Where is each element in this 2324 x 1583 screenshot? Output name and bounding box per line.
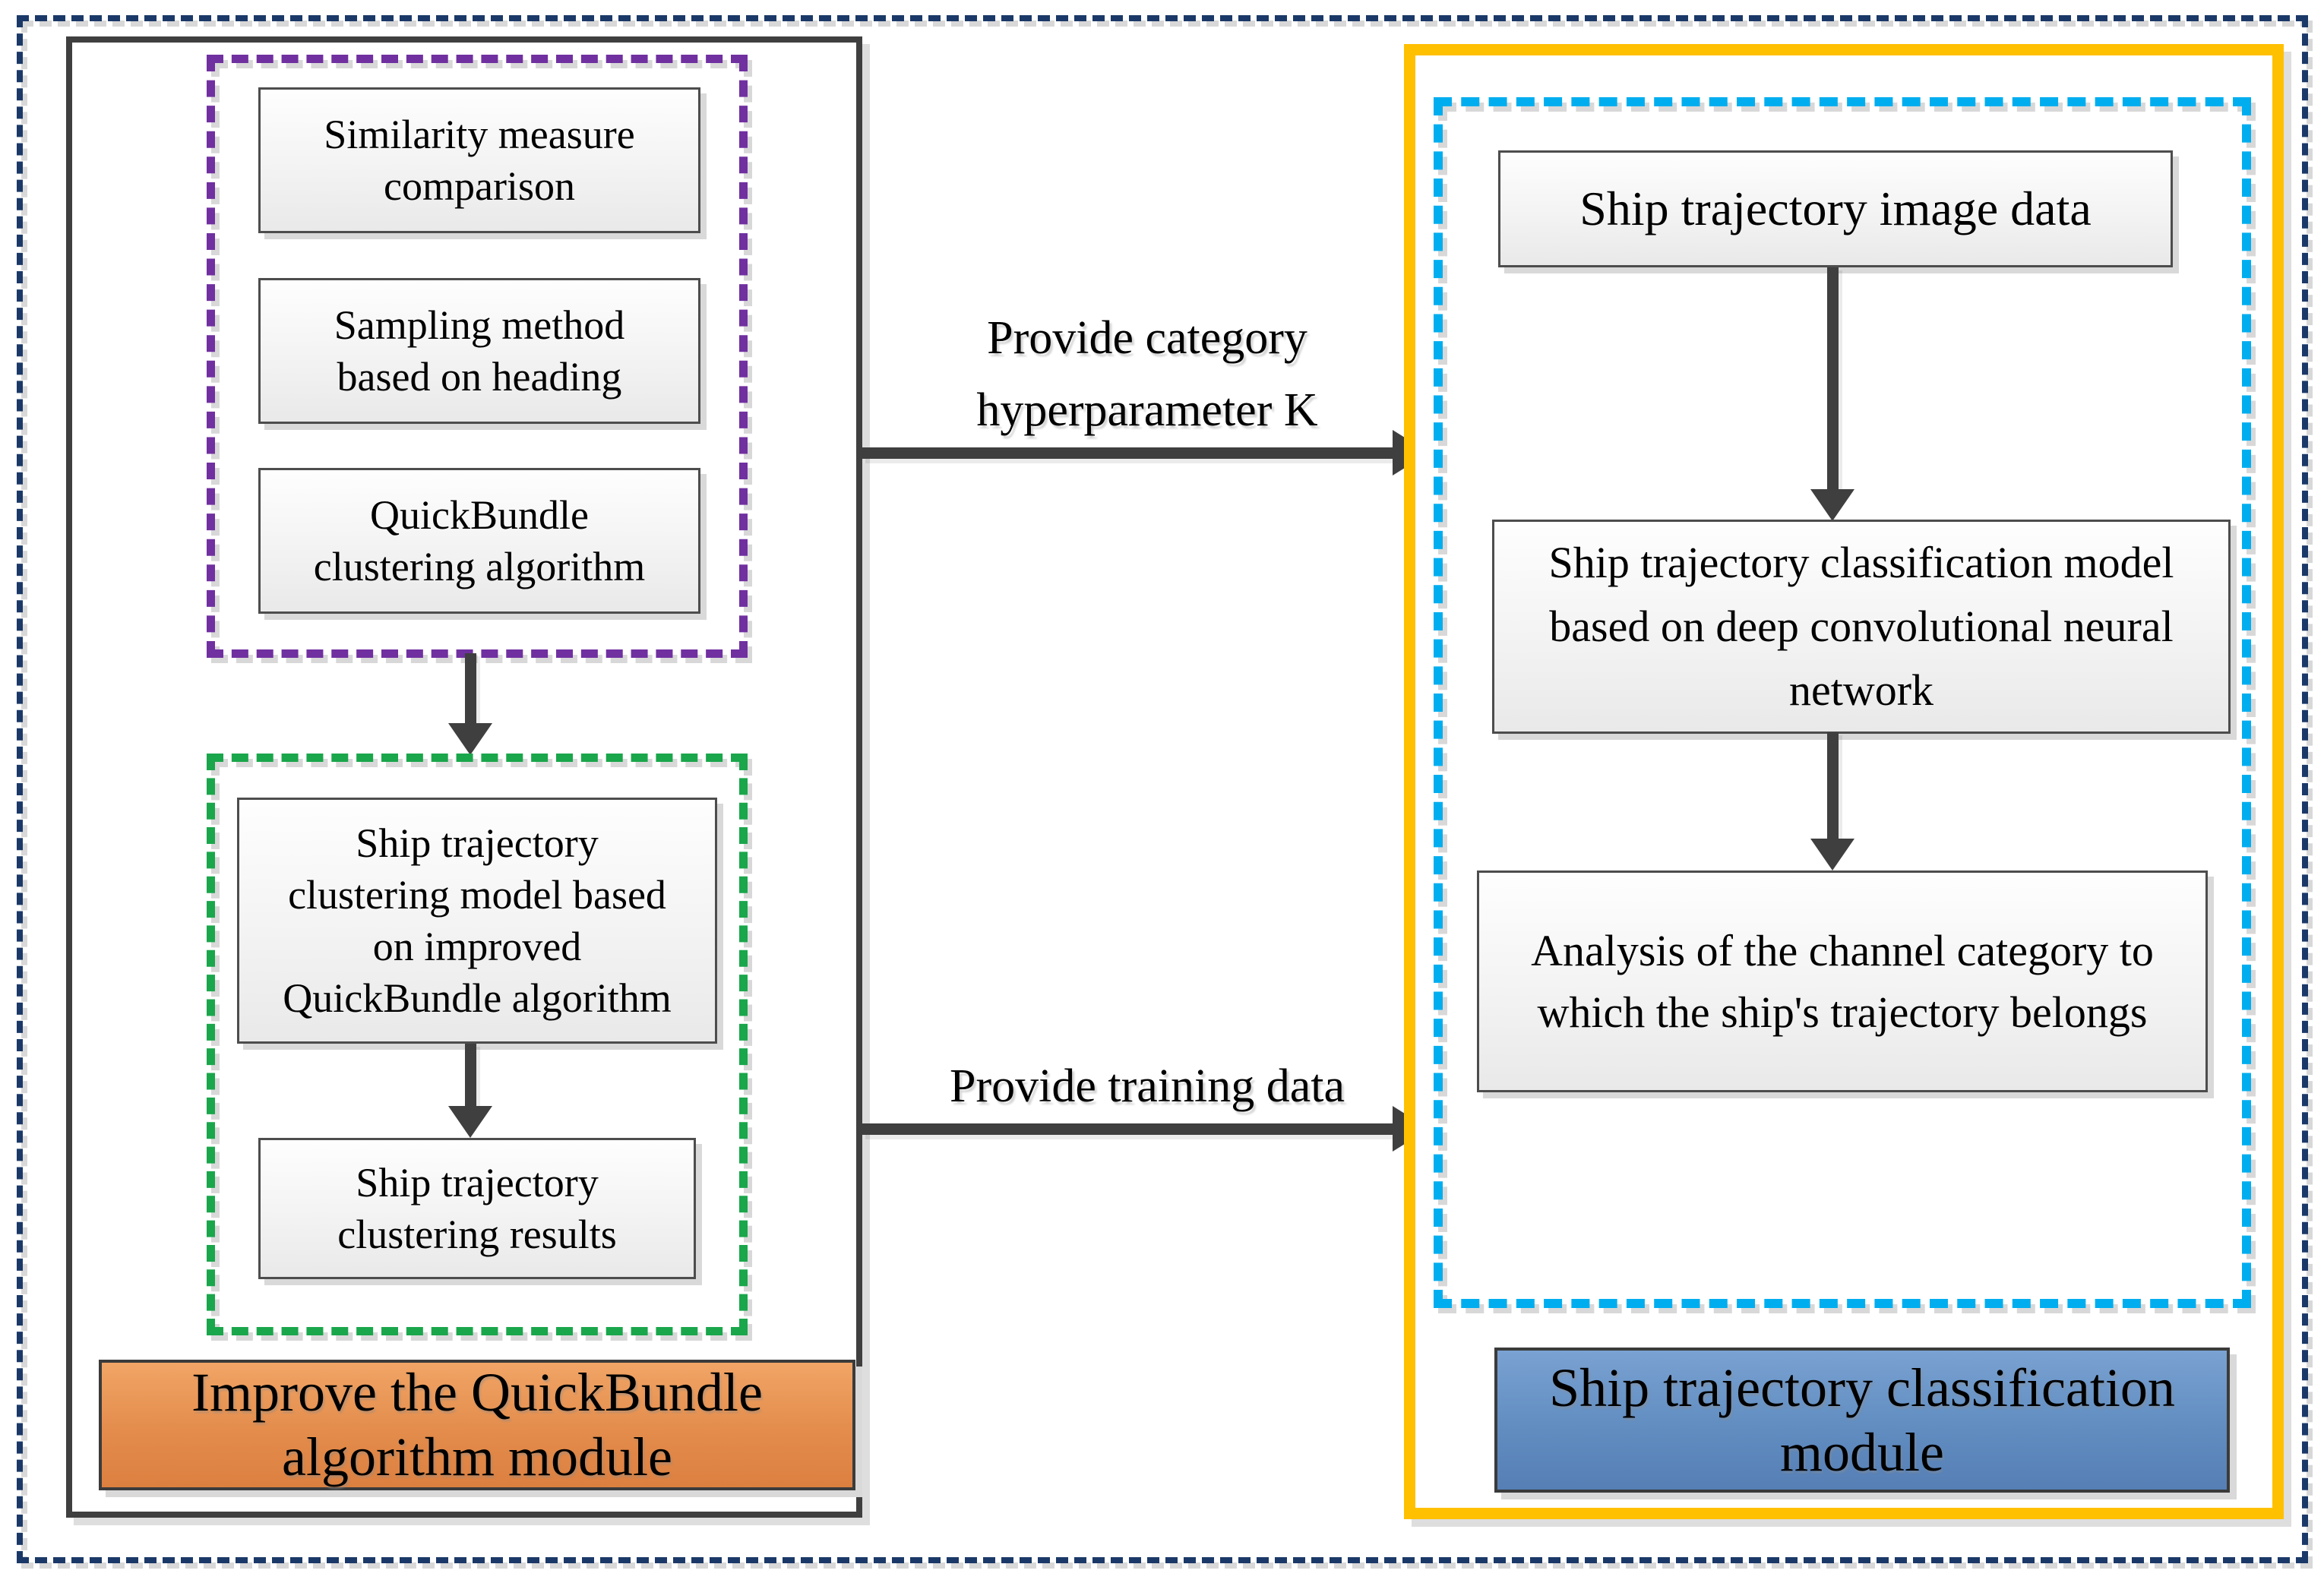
left-module-title: Improve the QuickBundle algorithm module xyxy=(99,1360,855,1490)
module-title-line: module xyxy=(1780,1421,1944,1483)
arrow-shaft xyxy=(862,1123,1393,1135)
flow-box-clustering-results: Ship trajectory clustering results xyxy=(258,1138,696,1279)
flow-box-text-line: QuickBundle xyxy=(370,491,589,538)
arrow-model-to-analysis xyxy=(1810,732,1854,870)
right-module-title: Ship trajectory classification module xyxy=(1494,1348,2230,1493)
flow-box-text-line: clustering model based xyxy=(288,871,666,918)
flow-box-text-line: network xyxy=(1788,665,1934,716)
arrow-head-down-icon xyxy=(1810,489,1854,521)
flow-box-text-line: QuickBundle algorithm xyxy=(283,975,672,1022)
connector-label-line: Provide category xyxy=(987,312,1307,364)
outer-dashed-frame xyxy=(17,15,2308,1563)
flow-box-text-line: based on heading xyxy=(337,354,622,400)
flow-box-text-line: Analysis of the channel category to xyxy=(1531,925,2154,975)
flow-box-text-line: Ship trajectory classification model xyxy=(1548,537,2174,587)
connector-label-line: hyperparameter K xyxy=(976,384,1318,436)
connector-label-training-data: Provide training data xyxy=(851,1051,1443,1123)
flow-box-classification-model: Ship trajectory classification model bas… xyxy=(1492,520,2231,734)
arrow-shaft xyxy=(1826,267,1839,489)
arrow-shaft xyxy=(464,1044,476,1106)
flow-box-text-line: Ship trajectory image data xyxy=(1579,181,2092,235)
module-title-line: Improve the QuickBundle xyxy=(191,1362,763,1423)
arrow-shaft xyxy=(464,653,476,723)
cyan-group-frame xyxy=(1434,97,2251,1308)
right-module-panel xyxy=(1404,44,2284,1519)
arrow-provide-category-k xyxy=(862,430,1429,476)
flow-box-sampling-method: Sampling method based on heading xyxy=(258,278,700,424)
flow-box-similarity-measure: Similarity measure comparison xyxy=(258,87,700,233)
flow-box-quickbundle-algorithm: QuickBundle clustering algorithm xyxy=(258,468,700,614)
purple-group-frame xyxy=(207,55,748,658)
flow-box-text-line: Ship trajectory xyxy=(356,1159,599,1205)
connector-label-hyperparameter: Provide category hyperparameter K xyxy=(866,302,1428,447)
arrow-head-down-icon xyxy=(448,723,492,755)
connector-label-line: Provide training data xyxy=(950,1060,1345,1112)
flow-box-image-data: Ship trajectory image data xyxy=(1498,150,2173,267)
module-title-line: algorithm module xyxy=(282,1427,672,1487)
flow-box-text-line: Ship trajectory xyxy=(356,820,599,866)
arrow-data-to-model xyxy=(1810,267,1854,521)
flow-box-text-line: on improved xyxy=(372,924,582,969)
flow-box-text-line: clustering algorithm xyxy=(313,544,646,589)
module-title-line: Ship trajectory classification xyxy=(1549,1357,2175,1418)
flow-box-clustering-model: Ship trajectory clustering model based o… xyxy=(237,798,717,1044)
arrow-head-down-icon xyxy=(1810,839,1854,870)
green-group-frame xyxy=(207,754,748,1335)
flow-box-text-line: clustering results xyxy=(337,1212,617,1257)
arrow-head-down-icon xyxy=(448,1106,492,1138)
arrow-purple-to-green xyxy=(448,653,492,755)
flow-box-text-line: based on deep convolutional neural xyxy=(1549,601,2174,651)
flow-box-text-line: Similarity measure xyxy=(324,111,635,157)
flow-box-text-line: Sampling method xyxy=(334,302,625,348)
arrow-shaft xyxy=(862,447,1393,459)
flow-box-channel-analysis: Analysis of the channel category to whic… xyxy=(1477,870,2208,1092)
flow-box-text-line: which the ship's trajectory belongs xyxy=(1537,987,2148,1037)
flow-box-text-line: comparison xyxy=(384,163,575,209)
arrow-model-to-results xyxy=(448,1044,492,1138)
arrow-shaft xyxy=(1826,732,1839,839)
arrow-provide-training-data xyxy=(862,1106,1429,1152)
